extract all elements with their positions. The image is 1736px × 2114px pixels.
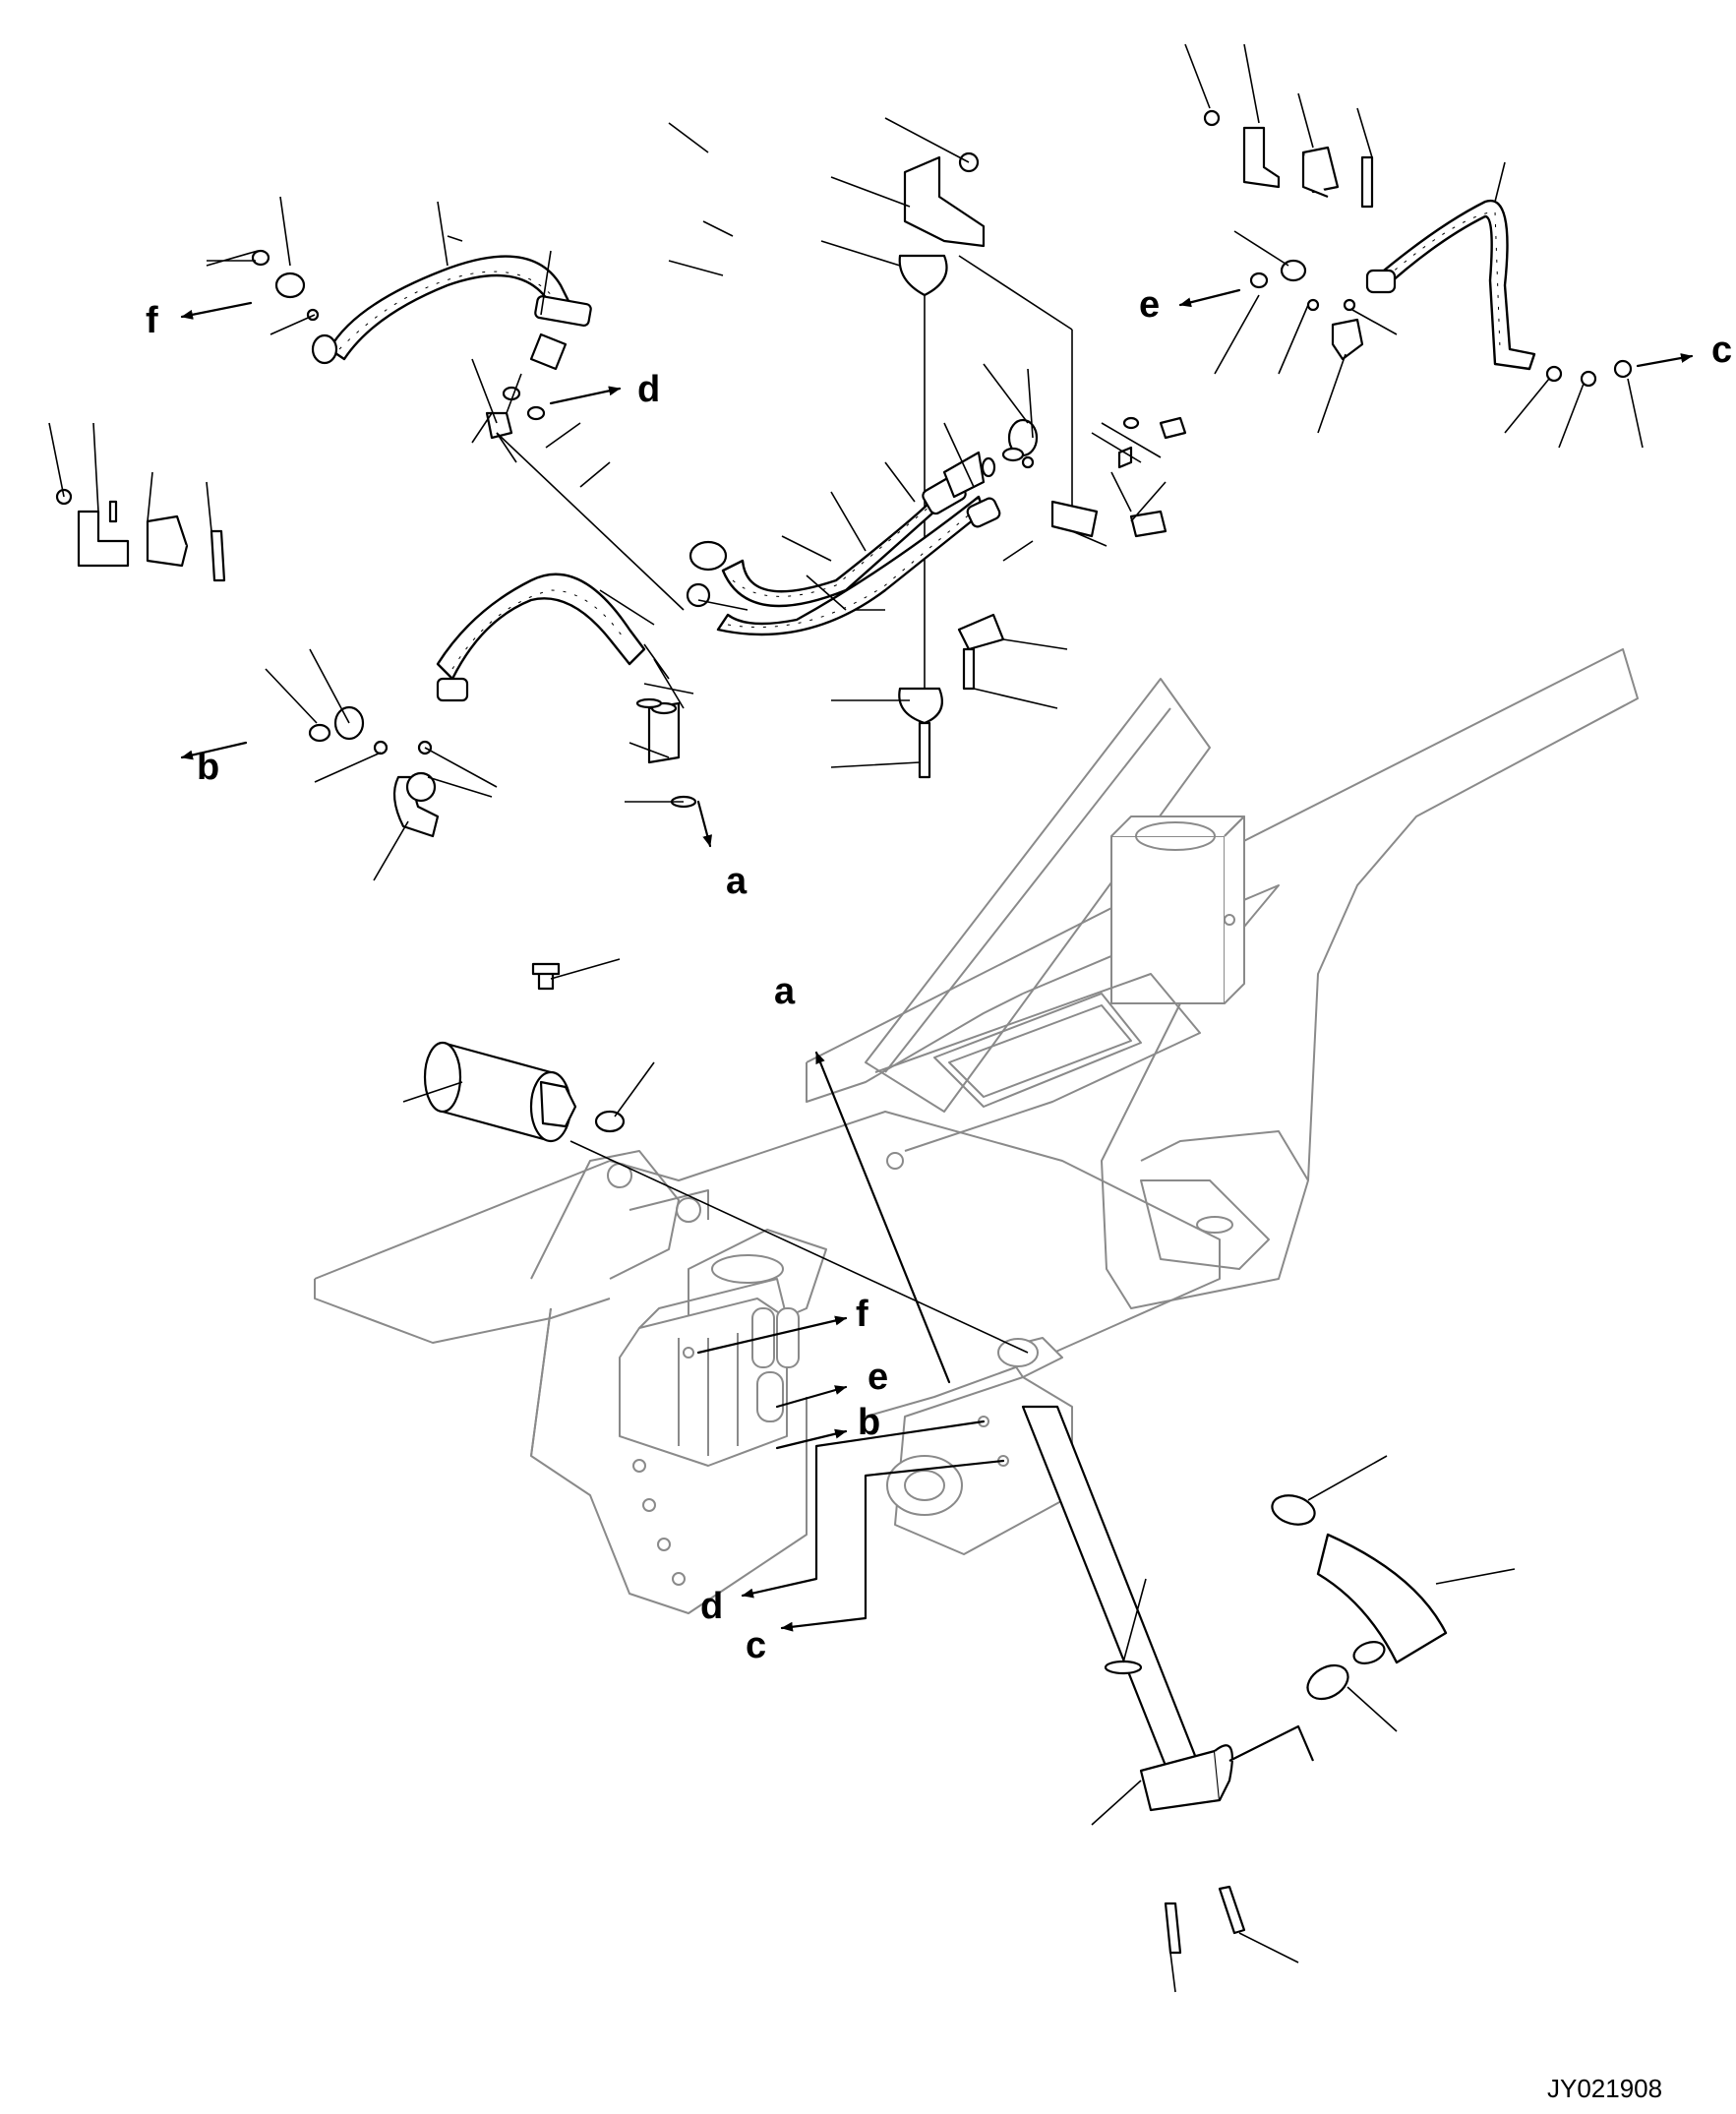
label-c-bottom: c	[746, 1625, 766, 1666]
label-c-top: c	[1711, 330, 1732, 371]
drawing-code: JY021908	[1547, 2074, 1662, 2103]
label-f-top: f	[146, 300, 158, 341]
control-valve	[619, 1278, 800, 1467]
label-a-bottom: a	[774, 971, 796, 1012]
label-b-bottom: b	[858, 1402, 880, 1443]
label-d-bottom: d	[700, 1586, 723, 1627]
hose-assembly-top	[55, 109, 1633, 838]
label-a-top: a	[726, 861, 748, 902]
suction-line	[1021, 1405, 1448, 1955]
tank-filter	[423, 962, 626, 1143]
label-b-top: b	[197, 747, 219, 788]
label-e-bottom: e	[868, 1357, 888, 1398]
leader-lines	[48, 43, 1644, 1993]
machine-frame	[314, 648, 1639, 1614]
label-e-top: e	[1139, 284, 1160, 326]
label-d-top: d	[637, 369, 660, 410]
label-f-bottom: f	[856, 1294, 868, 1335]
connection-labels: f d b a e c a f e b d c	[146, 284, 1732, 1666]
connection-arrows	[180, 288, 1694, 1632]
